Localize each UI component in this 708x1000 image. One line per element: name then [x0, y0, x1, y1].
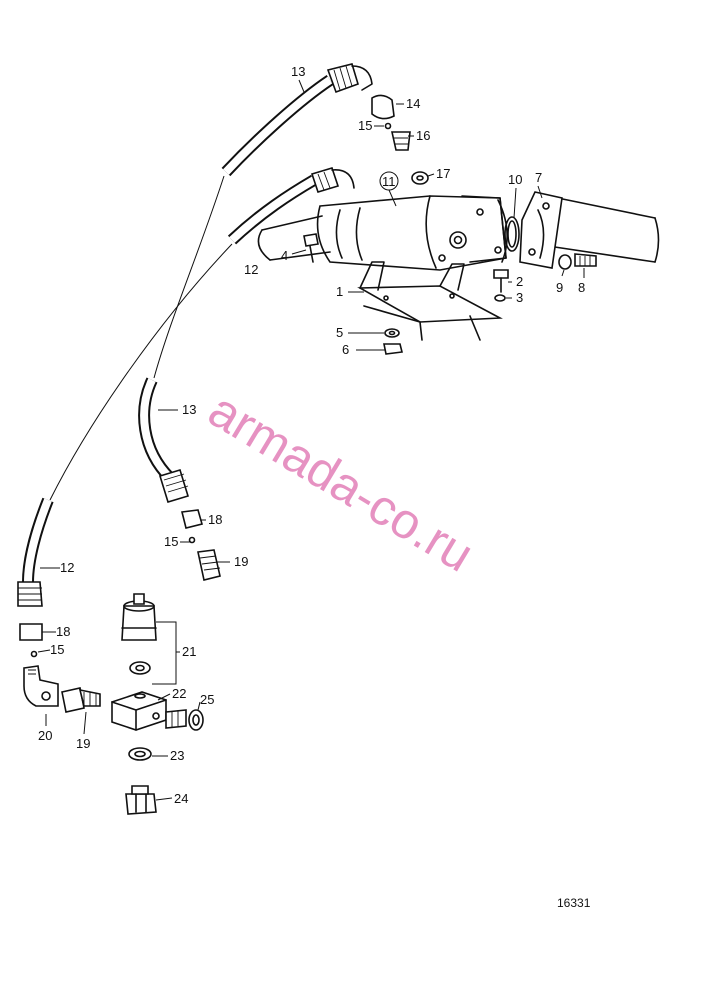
callout-18-mid: 18 — [208, 512, 222, 527]
callout-25: 25 — [200, 692, 214, 707]
callout-19-mid: 19 — [234, 554, 248, 569]
fitting-18-19-mid — [181, 509, 221, 581]
callout-13-top: 13 — [291, 64, 305, 79]
hose-12-upper — [227, 167, 355, 245]
callout-14: 14 — [406, 96, 420, 111]
callout-22: 22 — [172, 686, 186, 701]
bolt — [303, 233, 319, 263]
callout-8: 8 — [578, 280, 585, 295]
callout-15-top: 15 — [358, 118, 372, 133]
callout-4: 4 — [281, 248, 288, 263]
callout-17: 17 — [436, 166, 450, 181]
washer-and-bolt-flange — [558, 253, 597, 270]
washer-23 — [128, 747, 152, 761]
heat-exchanger-body — [316, 195, 508, 271]
washer-nut-bracket — [383, 328, 403, 355]
callout-15-lower: 15 — [50, 642, 64, 657]
fitting-stack-upper — [371, 94, 429, 185]
callout-20: 20 — [38, 728, 52, 743]
callout-19-lower: 19 — [76, 736, 90, 751]
hose-13-upper — [221, 63, 373, 177]
left-pipe-stub — [257, 215, 331, 261]
callout-18-lower: 18 — [56, 624, 70, 639]
leader-lines — [37, 79, 585, 801]
flange-plate — [519, 191, 563, 269]
callout-12-lower: 12 — [60, 560, 74, 575]
figure-number: 16331 — [557, 896, 591, 910]
callout-6: 6 — [342, 342, 349, 357]
watermark: armada-co.ru — [199, 381, 483, 582]
gasket-ring — [504, 216, 520, 252]
callout-24: 24 — [174, 791, 188, 806]
tee-block — [111, 691, 167, 731]
callout-23: 23 — [170, 748, 184, 763]
hose-break-lines — [49, 175, 233, 501]
callout-21: 21 — [182, 644, 196, 659]
exhaust-pipe — [547, 195, 660, 263]
callout-10: 10 — [508, 172, 522, 187]
sender-unit — [121, 593, 157, 675]
callout-11-circle — [379, 171, 399, 191]
callout-16: 16 — [416, 128, 430, 143]
callout-15-mid: 15 — [164, 534, 178, 549]
fitting-18-lower-left — [19, 623, 43, 658]
plug-24 — [125, 785, 157, 815]
elbow-fitting — [23, 665, 59, 707]
bolt-right — [493, 269, 509, 302]
hose-13-lower — [138, 377, 190, 503]
callout-labels: 13 14 15 16 11 17 10 7 4 12 2 3 9 8 1 5 … — [38, 64, 585, 806]
callout-3: 3 — [516, 290, 523, 305]
adapter-19-lower — [61, 687, 101, 713]
callout-7: 7 — [535, 170, 542, 185]
callout-2: 2 — [516, 274, 523, 289]
mounting-bracket — [357, 261, 503, 341]
callout-9: 9 — [556, 280, 563, 295]
callout-12-top: 12 — [244, 262, 258, 277]
callout-1: 1 — [336, 284, 343, 299]
callout-11: 11 — [382, 174, 396, 189]
plug-right — [165, 709, 204, 731]
hose-12-lower — [17, 497, 54, 607]
callout-5: 5 — [336, 325, 343, 340]
callout-13-mid: 13 — [182, 402, 196, 417]
